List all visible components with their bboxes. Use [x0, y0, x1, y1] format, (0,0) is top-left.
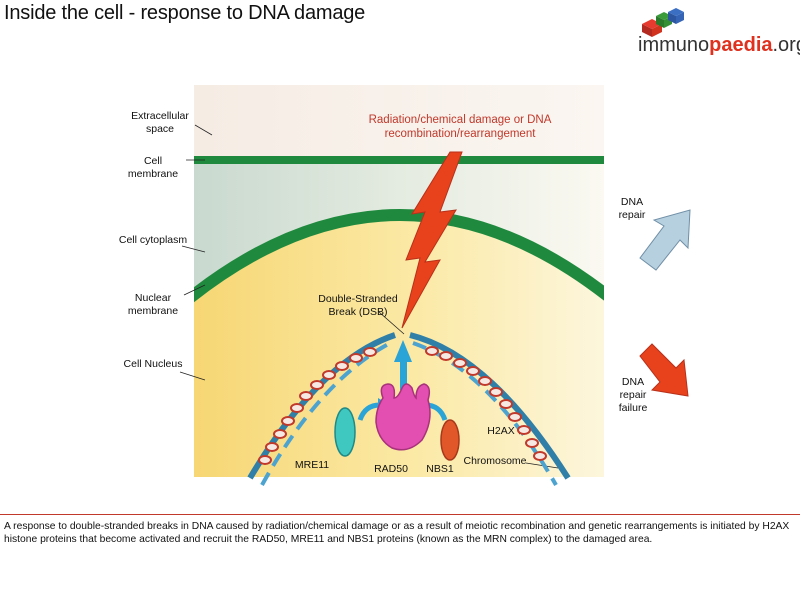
label-rad50: RAD50 — [374, 463, 408, 475]
label-mre11: MRE11 — [294, 459, 330, 471]
immunopaedia-logo[interactable]: immunopaedia.org — [628, 6, 800, 62]
chromosome-right — [409, 332, 571, 486]
recruit-arrow-left-icon — [357, 402, 381, 421]
label-dna-repair-failure: DNA repair failure — [618, 376, 648, 414]
cell-membrane — [194, 156, 604, 164]
label-damage-source: Radiation/chemical damage or DNA recombi… — [368, 114, 552, 140]
label-nuclear-membrane: Nuclear membrane — [127, 292, 179, 317]
label-chromosome: Chromosome — [463, 455, 527, 467]
mre11-protein — [334, 407, 356, 457]
label-h2ax: H2AX — [487, 425, 515, 437]
lightning-bolt-icon — [401, 151, 463, 329]
dsb-up-arrow-icon — [394, 340, 412, 390]
rad50-protein — [375, 383, 431, 451]
nbs1-protein — [440, 419, 460, 461]
dna-damage-diagram: Extracellular space Cell membrane Cell c… — [118, 85, 691, 486]
figure-caption: A response to double-stranded breaks in … — [0, 514, 800, 546]
label-double-stranded-break: Double-Stranded Break (DSB) — [318, 293, 398, 318]
label-cell-membrane: Cell membrane — [127, 155, 179, 180]
label-extracellular-space: Extracellular space — [131, 110, 189, 135]
dna-repair-failure-arrow-icon — [639, 343, 689, 397]
label-cell-nucleus: Cell Nucleus — [123, 358, 183, 370]
diagram-graphic — [179, 85, 691, 486]
logo-cubes-icon — [642, 8, 684, 37]
extracellular-region — [194, 85, 604, 160]
logo-wordmark: immunopaedia.org — [638, 34, 800, 56]
label-dna-repair: DNA repair — [618, 196, 646, 221]
label-cell-cytoplasm: Cell cytoplasm — [118, 234, 188, 246]
dna-repair-arrow-icon — [639, 209, 691, 271]
chromosome-left — [247, 332, 396, 486]
label-nbs1: NBS1 — [426, 463, 454, 475]
nuclear-membrane — [194, 209, 604, 303]
page-title: Inside the cell - response to DNA damage — [4, 2, 366, 24]
